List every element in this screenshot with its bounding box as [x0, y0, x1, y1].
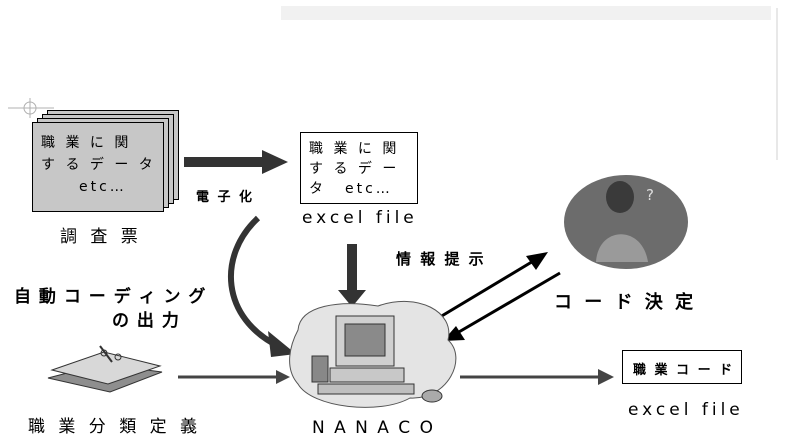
- info-arrow-up-line: [429, 255, 541, 325]
- book-icon: [47, 345, 163, 393]
- decision-arrow-line: [451, 271, 561, 338]
- excel-document: 職 業 に 関 す る デ ー タ etc…: [300, 132, 418, 204]
- divider-line: [776, 8, 778, 160]
- output-arrowhead: [598, 369, 614, 385]
- info-arrowhead: [526, 252, 548, 270]
- auto-coding-label-line2: の 出 力: [112, 311, 180, 331]
- person-thinking-icon: ?: [564, 175, 688, 269]
- survey-text-line2: す る デ ー タ: [41, 157, 156, 173]
- svg-text:?: ?: [646, 186, 654, 204]
- top-bar: [281, 6, 771, 20]
- survey-text-line3: etc…: [79, 179, 127, 195]
- code-decision-label: コ ー ド 決 定: [554, 292, 697, 313]
- excel-text-line2: す る デ ー タ: [309, 161, 400, 197]
- auto-coding-curve-arrow: [227, 215, 282, 350]
- output-code-label: 職 業 コ ー ド: [633, 363, 735, 378]
- excel-caption: excel file: [302, 208, 418, 228]
- excel-text-line1: 職 業 に 関: [309, 141, 400, 157]
- excel-to-nanaco-arrow: [338, 244, 366, 307]
- survey-text-line1: 職 業 に 関: [41, 135, 132, 151]
- output-code-box: 職 業 コ ー ド: [622, 350, 742, 384]
- output-caption: excel file: [628, 400, 744, 420]
- auto-coding-label-line1: 自 動 コ ー デ ィ ン グ: [14, 287, 207, 307]
- digitize-arrow: [184, 150, 288, 174]
- system-name: N A N A C O: [312, 418, 435, 438]
- digitize-label: 電 子 化: [196, 190, 255, 205]
- computer-icon: [289, 301, 457, 408]
- survey-card-front: 職 業 に 関 す る デ ー タ etc…: [32, 122, 164, 212]
- info-present-label: 情 報 提 示: [396, 250, 486, 268]
- auto-coding-arrowhead: [268, 331, 296, 357]
- excel-text-line3: etc…: [345, 181, 393, 197]
- survey-caption: 調 査 票: [60, 227, 142, 247]
- crosshair-icon: [8, 98, 54, 118]
- classification-caption: 職 業 分 類 定 義: [28, 417, 202, 437]
- book-arrowhead: [276, 370, 290, 384]
